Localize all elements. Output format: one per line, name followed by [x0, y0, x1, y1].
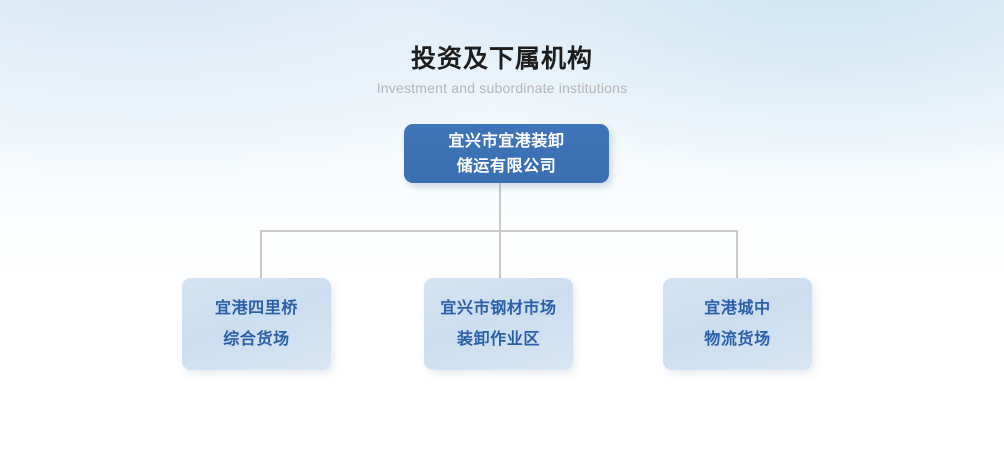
org-node-child-1-line-2: 综合货场	[223, 331, 290, 348]
org-node-root-line-2: 储运有限公司	[456, 157, 557, 175]
org-node-child-2-line-1: 宜兴市钢材市场	[440, 300, 557, 317]
org-node-root-line-1: 宜兴市宜港装卸	[448, 132, 565, 150]
org-node-root[interactable]: 宜兴市宜港装卸 储运有限公司	[404, 124, 609, 183]
page-subtitle: Investment and subordinate institutions	[376, 80, 628, 96]
connector-horizontal-bus	[260, 230, 738, 232]
org-node-child-3[interactable]: 宜港城中 物流货场	[663, 278, 812, 370]
page-heading: 投资及下属机构 Investment and subordinate insti…	[0, 44, 1004, 97]
org-node-child-2-line-2: 装卸作业区	[456, 331, 540, 348]
org-node-child-1[interactable]: 宜港四里桥 综合货场	[182, 278, 331, 370]
org-node-child-1-line-1: 宜港四里桥	[214, 300, 298, 317]
connector-root-stem	[499, 182, 501, 232]
page-title: 投资及下属机构	[410, 45, 593, 73]
org-node-child-3-line-2: 物流货场	[704, 331, 771, 348]
connector-branch-1	[260, 230, 262, 278]
connector-branch-3	[736, 230, 738, 278]
org-node-child-2[interactable]: 宜兴市钢材市场 装卸作业区	[424, 278, 573, 370]
connector-branch-2	[499, 230, 501, 278]
org-node-child-3-line-1: 宜港城中	[704, 300, 771, 317]
